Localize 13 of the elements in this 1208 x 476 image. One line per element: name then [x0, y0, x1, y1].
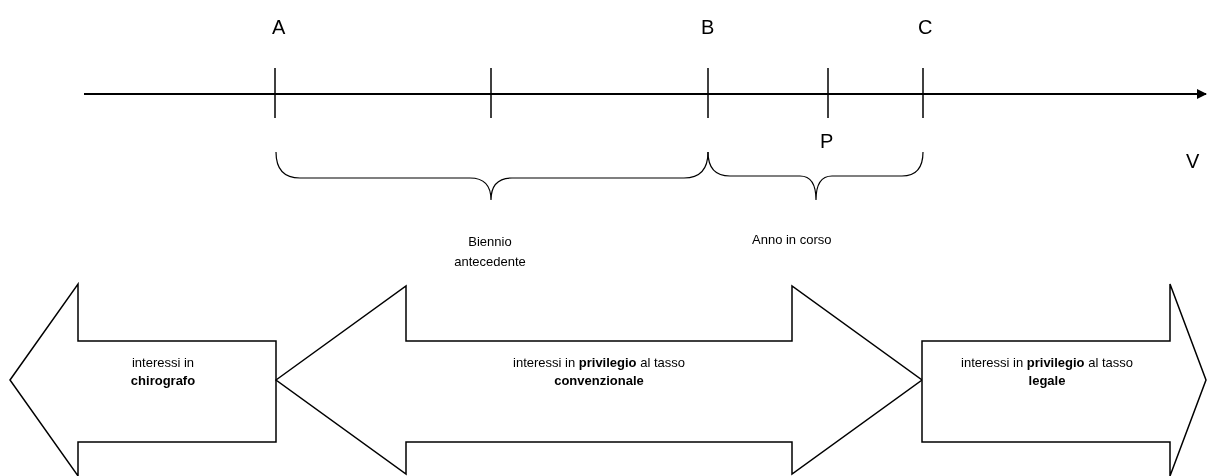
point-label: B	[701, 16, 715, 39]
arrow-text: interessi in privilegio al tasso legale	[960, 354, 1134, 390]
point-label: P	[820, 130, 834, 153]
period-label: Biennio antecedente	[453, 233, 527, 271]
arrow-text: interessi in privilegio al tasso convenzionale	[512, 354, 686, 390]
left-arrow-shape	[10, 284, 276, 476]
double-arrow-shape	[276, 284, 922, 476]
point-label: V	[1186, 150, 1200, 173]
right-arrow-shape	[922, 284, 1206, 476]
point-label: C	[918, 16, 933, 39]
arrow-text: interessi in chirografo	[129, 354, 197, 390]
point-label: A	[272, 16, 286, 39]
period-label: Anno in corso	[752, 232, 832, 247]
